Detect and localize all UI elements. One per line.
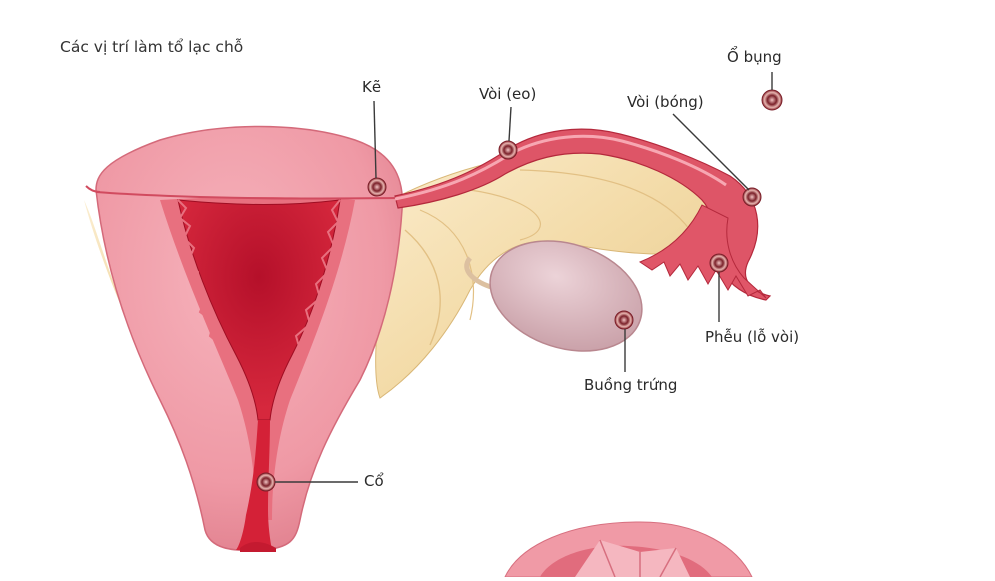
label-cervix: Cổ [364, 472, 384, 490]
implant-ampulla-icon [742, 187, 762, 207]
label-ovary: Buồng trứng [584, 376, 678, 394]
leader-lines [275, 72, 773, 483]
cross-section-preview [504, 521, 753, 578]
label-interstitial: Kẽ [362, 78, 382, 96]
implant-ovary-icon [614, 310, 634, 330]
implant-infundibulum-icon [709, 253, 729, 273]
fallopian-tube [394, 128, 772, 301]
uterine-cavity [177, 199, 341, 421]
ovary [464, 240, 643, 352]
implant-abdominal-icon [761, 89, 783, 111]
implant-interstitial-icon [367, 177, 387, 197]
uterus [85, 125, 404, 552]
cervical-canal [236, 420, 272, 550]
label-ampulla: Vòi (bóng) [627, 93, 704, 111]
implant-cervix-icon [256, 472, 276, 492]
implant-isthmus-icon [498, 140, 518, 160]
label-isthmus: Vòi (eo) [479, 85, 537, 103]
fimbriae [638, 204, 767, 299]
label-abdominal: Ổ bụng [727, 48, 782, 66]
diagram-title: Các vị trí làm tổ lạc chỗ [60, 38, 244, 56]
label-infundibulum: Phễu (lỗ vòi) [705, 328, 800, 346]
